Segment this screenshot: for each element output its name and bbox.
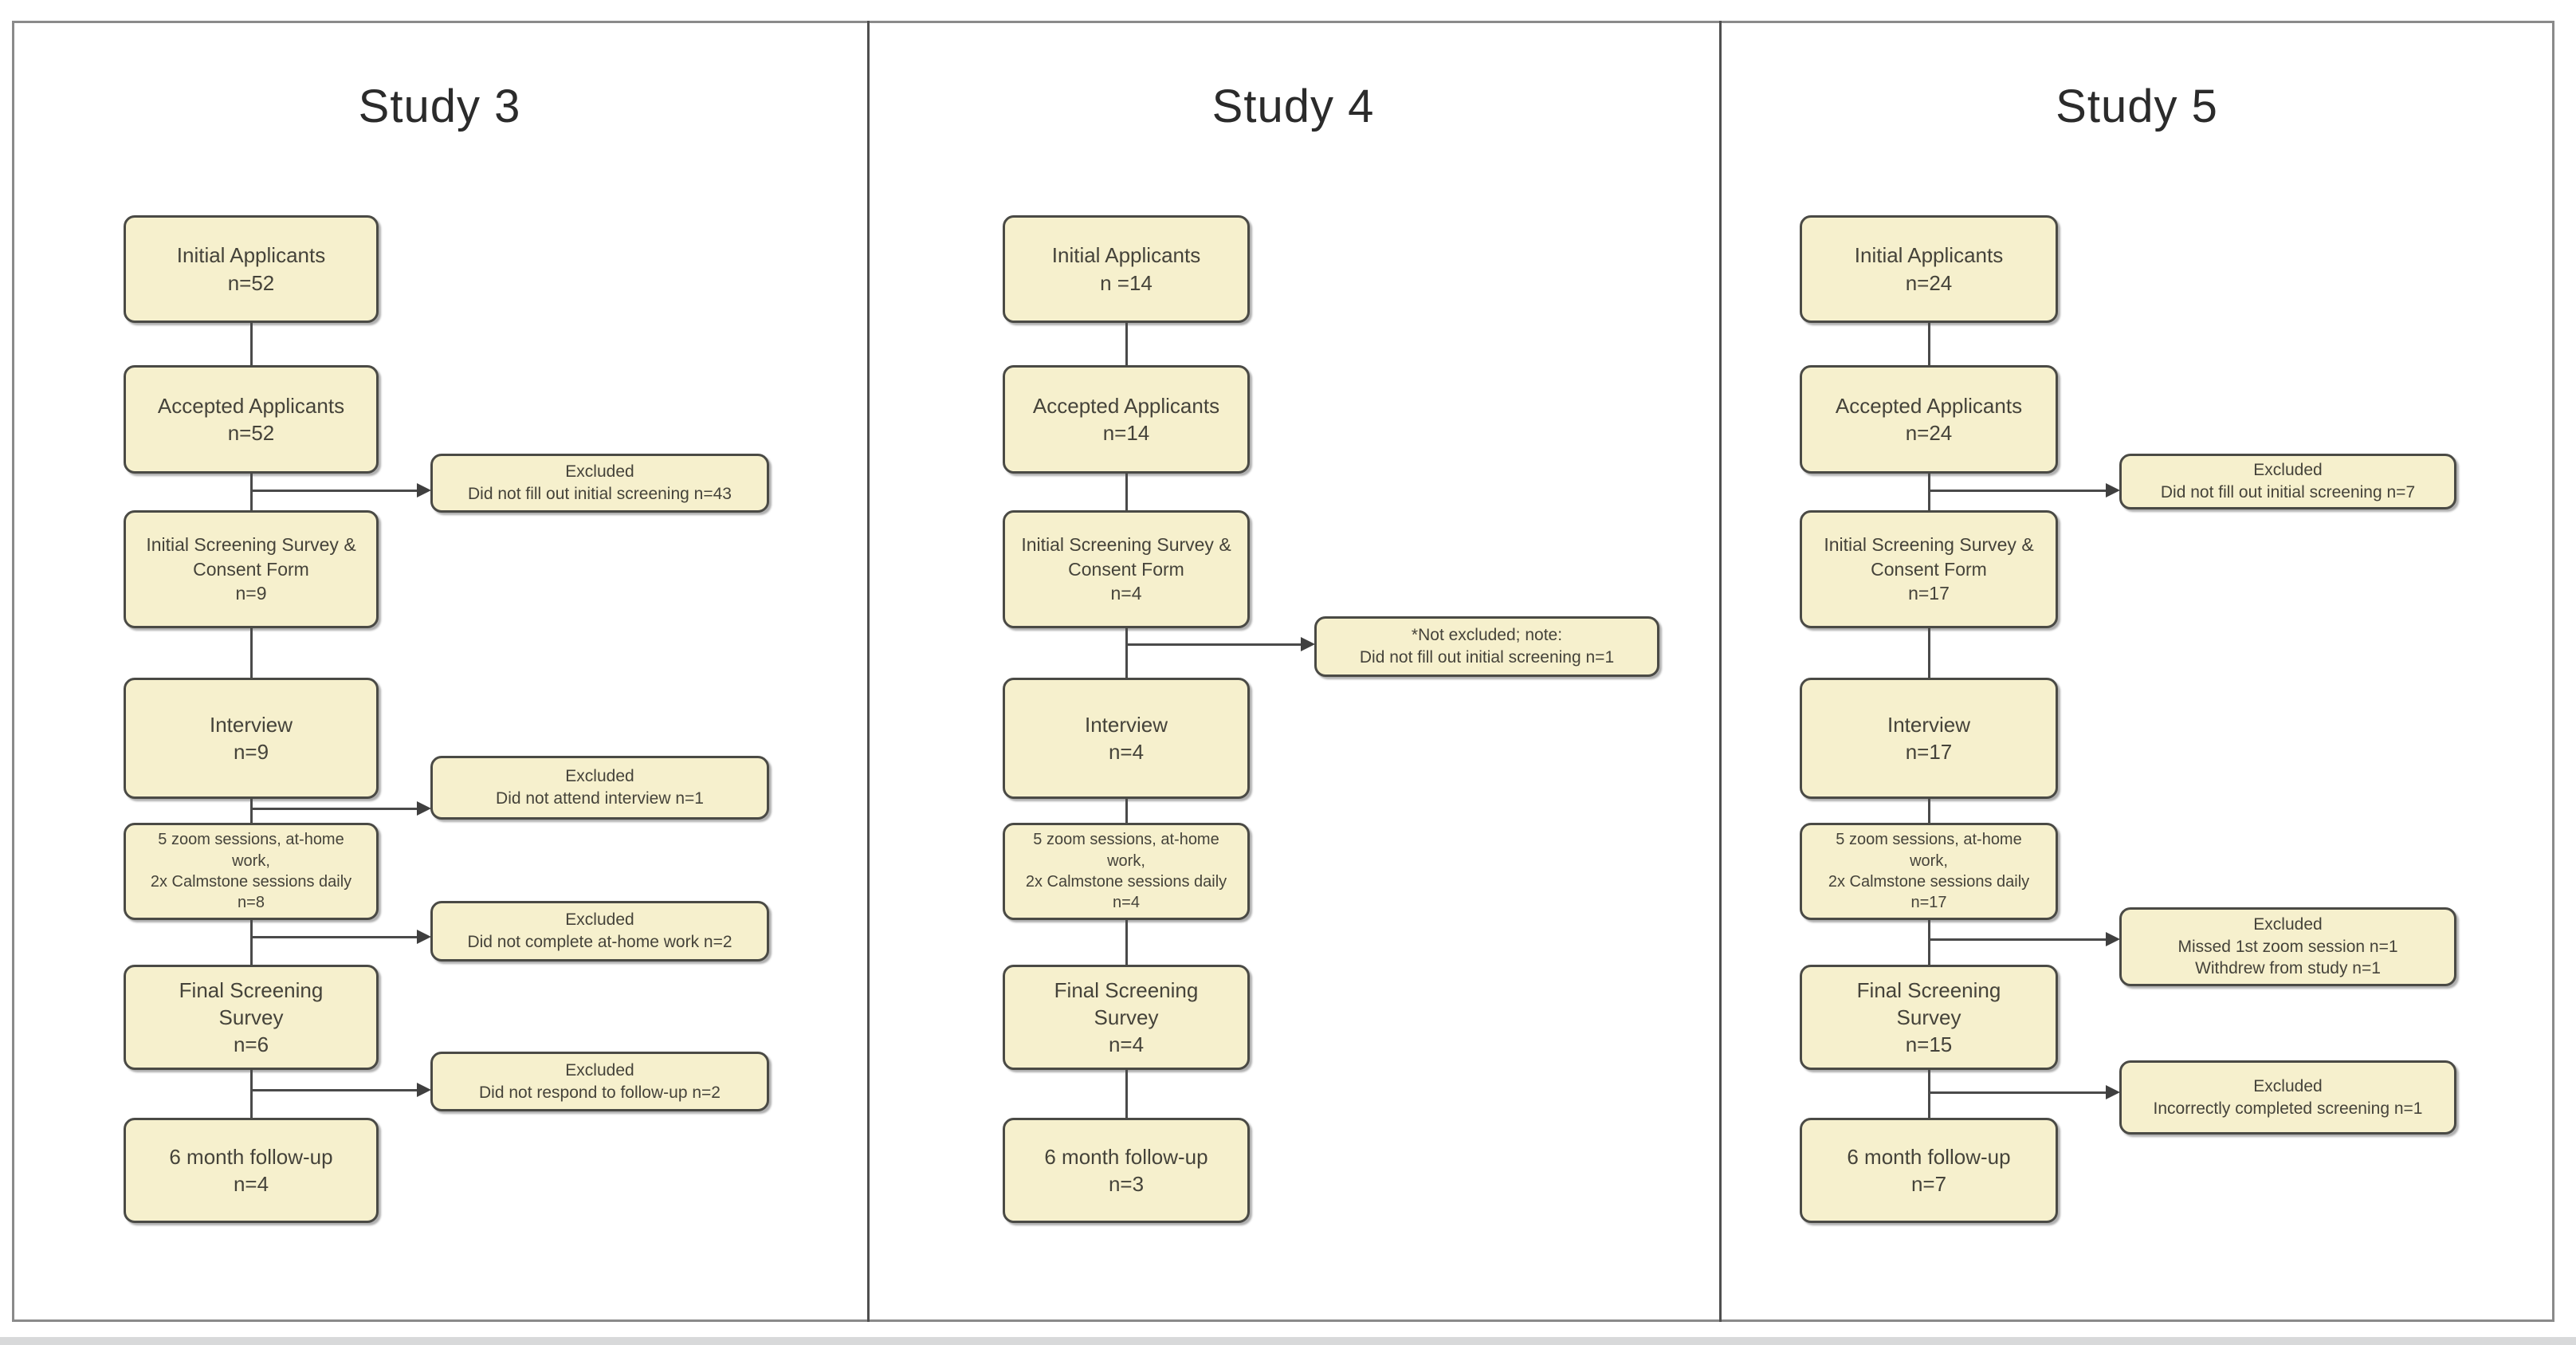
study-3-box-initial-applicants: Initial Applicants n=52 xyxy=(124,215,379,323)
connector-line xyxy=(1125,628,1128,678)
connector-line xyxy=(1125,474,1128,510)
connector-line xyxy=(250,799,253,823)
study-4-box-zoom-sessions: 5 zoom sessions, at-home work, 2x Calmst… xyxy=(1003,823,1250,920)
connector-line xyxy=(1928,799,1930,823)
study-5-box-final-screening-survey: Final Screening Survey n=15 xyxy=(1800,965,2058,1070)
connector-line xyxy=(1928,628,1930,678)
arrow-line xyxy=(251,936,417,938)
study-3-box-interview: Interview n=9 xyxy=(124,678,379,799)
arrow-line xyxy=(1929,490,2106,492)
arrow-head-icon xyxy=(417,1083,431,1097)
study-5-box-interview: Interview n=17 xyxy=(1800,678,2058,799)
connector-line xyxy=(1928,1070,1930,1118)
arrow-line xyxy=(251,1089,417,1091)
study-4-title: Study 4 xyxy=(1211,81,1375,132)
arrow-line xyxy=(251,490,417,492)
arrow-line xyxy=(1929,1091,2106,1094)
study-4-box-initial-applicants: Initial Applicants n =14 xyxy=(1003,215,1250,323)
connector-line xyxy=(1928,474,1930,510)
study-5-box-zoom-sessions: 5 zoom sessions, at-home work, 2x Calmst… xyxy=(1800,823,2058,920)
study-3-excluded-at-home-work: Excluded Did not complete at-home work n… xyxy=(430,901,769,962)
arrow-head-icon xyxy=(1301,637,1315,651)
arrow-head-icon xyxy=(417,801,431,816)
study-5-box-initial-applicants: Initial Applicants n=24 xyxy=(1800,215,2058,323)
study-3-excluded-initial-screening: Excluded Did not fill out initial screen… xyxy=(430,454,769,513)
study-3-excluded-interview: Excluded Did not attend interview n=1 xyxy=(430,756,769,820)
arrow-line xyxy=(1126,643,1301,646)
study-3-excluded-follow-up: Excluded Did not respond to follow-up n=… xyxy=(430,1052,769,1111)
arrow-line xyxy=(1929,938,2106,941)
study-4-box-final-screening-survey: Final Screening Survey n=4 xyxy=(1003,965,1250,1070)
connector-line xyxy=(250,1070,253,1118)
arrow-head-icon xyxy=(2106,932,2120,946)
study-3-box-zoom-sessions: 5 zoom sessions, at-home work, 2x Calmst… xyxy=(124,823,379,920)
study-5-excluded-initial-screening: Excluded Did not fill out initial screen… xyxy=(2119,454,2456,509)
study-5-box-initial-screening-survey: Initial Screening Survey & Consent Form … xyxy=(1800,510,2058,628)
connector-line xyxy=(250,474,253,510)
study-4-box-accepted-applicants: Accepted Applicants n=14 xyxy=(1003,365,1250,474)
connector-line xyxy=(250,628,253,678)
study-5-excluded-zoom-withdrew: Excluded Missed 1st zoom session n=1 Wit… xyxy=(2119,907,2456,986)
panel-divider xyxy=(867,21,870,1322)
study-4-box-initial-screening-survey: Initial Screening Survey & Consent Form … xyxy=(1003,510,1250,628)
connector-line xyxy=(1928,323,1930,365)
bottom-edge-strip xyxy=(0,1337,2576,1345)
arrow-line xyxy=(251,808,417,810)
study-4-note-not-excluded: *Not excluded; note: Did not fill out in… xyxy=(1314,616,1659,677)
arrow-head-icon xyxy=(417,483,431,497)
study-3-box-six-month-follow-up: 6 month follow-up n=4 xyxy=(124,1118,379,1223)
connector-line xyxy=(1125,799,1128,823)
study-3-box-initial-screening-survey: Initial Screening Survey & Consent Form … xyxy=(124,510,379,628)
connector-line xyxy=(1125,323,1128,365)
connector-line xyxy=(250,323,253,365)
arrow-head-icon xyxy=(2106,1085,2120,1099)
panel-divider xyxy=(1719,21,1722,1322)
study-4-box-interview: Interview n=4 xyxy=(1003,678,1250,799)
study-4-box-six-month-follow-up: 6 month follow-up n=3 xyxy=(1003,1118,1250,1223)
connector-line xyxy=(1125,1070,1128,1118)
study-3-box-accepted-applicants: Accepted Applicants n=52 xyxy=(124,365,379,474)
study-5-title: Study 5 xyxy=(2056,81,2218,132)
study-3-box-final-screening-survey: Final Screening Survey n=6 xyxy=(124,965,379,1070)
arrow-head-icon xyxy=(2106,483,2120,497)
study-3-title: Study 3 xyxy=(358,81,521,132)
study-5-excluded-incorrect-screening: Excluded Incorrectly completed screening… xyxy=(2119,1060,2456,1135)
study-5-box-six-month-follow-up: 6 month follow-up n=7 xyxy=(1800,1118,2058,1223)
connector-line xyxy=(250,920,253,965)
arrow-head-icon xyxy=(417,930,431,944)
connector-line xyxy=(1928,920,1930,965)
connector-line xyxy=(1125,920,1128,965)
study-5-box-accepted-applicants: Accepted Applicants n=24 xyxy=(1800,365,2058,474)
